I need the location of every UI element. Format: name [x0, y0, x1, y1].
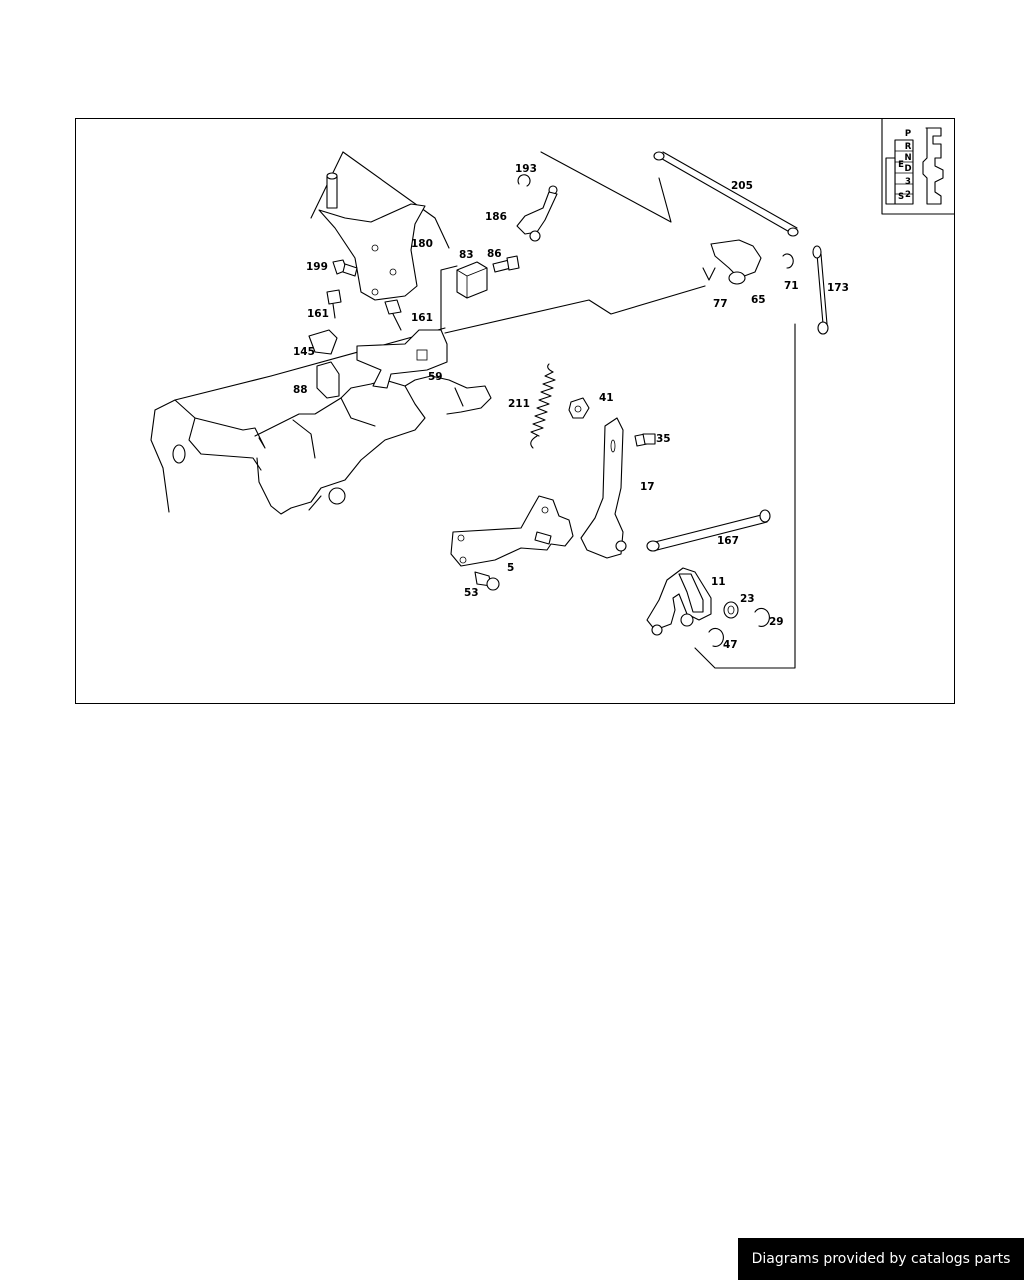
footer-credit-badge: Diagrams provided by catalogs parts [738, 1238, 1024, 1280]
callout-35: 35 [656, 433, 671, 445]
callout-5: 5 [507, 562, 514, 574]
part-59-housing [356, 329, 448, 389]
gear-p: P [905, 129, 911, 139]
callout-186: 186 [485, 211, 507, 223]
part-211-spring [530, 363, 556, 449]
callout-53: 53 [464, 587, 479, 599]
part-41-nut [568, 397, 590, 419]
callout-199: 199 [306, 261, 328, 273]
gear-side-e: E [898, 160, 904, 170]
callout-29: 29 [769, 616, 784, 628]
part-205-rod [653, 151, 799, 237]
gear-2: 2 [905, 190, 911, 200]
callout-180: 180 [411, 238, 433, 250]
part-83-block [456, 261, 488, 299]
part-173-rod [812, 245, 829, 335]
callout-161b: 161 [411, 312, 433, 324]
gear-3: 3 [905, 177, 911, 187]
callout-145: 145 [293, 346, 315, 358]
callout-71: 71 [784, 280, 799, 292]
part-186-lever [516, 174, 558, 242]
callout-86: 86 [487, 248, 502, 260]
gear-side-s: S [898, 192, 904, 202]
part-35-pin [634, 433, 656, 447]
part-29-clip [754, 607, 770, 627]
part-53-bolt [474, 571, 500, 591]
part-5-bracket [450, 495, 574, 567]
part-86-bolt [492, 255, 520, 273]
gear-n: N [904, 153, 911, 163]
part-65-cam-lever [702, 239, 794, 285]
gear-r: R [905, 142, 912, 152]
part-145-clip [308, 329, 338, 355]
callout-83: 83 [459, 249, 474, 261]
callout-17: 17 [640, 481, 655, 493]
callout-211: 211 [508, 398, 530, 410]
callout-47: 47 [723, 639, 738, 651]
part-161-bolts [326, 289, 402, 331]
part-88-mount [316, 361, 340, 399]
gear-selector-inset: P R N D 3 2 E S [881, 118, 955, 215]
callout-173: 173 [827, 282, 849, 294]
part-199-bolt [332, 259, 358, 277]
callout-11: 11 [711, 576, 726, 588]
leader-lines [310, 151, 796, 669]
part-180-bracket [318, 172, 426, 301]
callout-161a: 161 [307, 308, 329, 320]
callout-88: 88 [293, 384, 308, 396]
part-11-lever [646, 567, 712, 636]
callout-167: 167 [717, 535, 739, 547]
part-167-rod [646, 509, 771, 552]
callout-41: 41 [599, 392, 614, 404]
part-17-lever [580, 417, 627, 559]
gear-d: D [904, 164, 911, 174]
callout-77: 77 [713, 298, 728, 310]
part-47-clip [708, 627, 724, 647]
parts-diagram: P R N D 3 2 E S [150, 118, 955, 669]
callout-23: 23 [740, 593, 755, 605]
diagram-frame [75, 118, 955, 704]
callout-193: 193 [515, 163, 537, 175]
callout-labels: 205 193 186 180 83 86 199 161 161 145 88… [293, 163, 849, 651]
callout-205: 205 [731, 180, 753, 192]
part-23-bushing [723, 601, 739, 619]
callout-59: 59 [428, 371, 443, 383]
callout-65: 65 [751, 294, 766, 306]
